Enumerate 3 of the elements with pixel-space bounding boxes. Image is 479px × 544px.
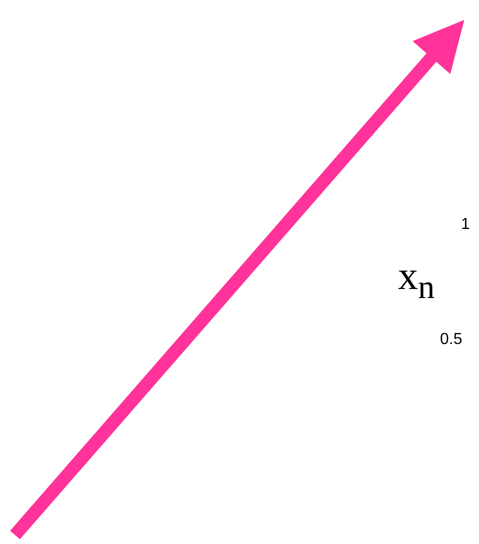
tick-label: 1 — [461, 216, 470, 234]
variable-label: x$_{n}$ — [398, 252, 435, 307]
tick-label: 0.5 — [440, 331, 462, 349]
